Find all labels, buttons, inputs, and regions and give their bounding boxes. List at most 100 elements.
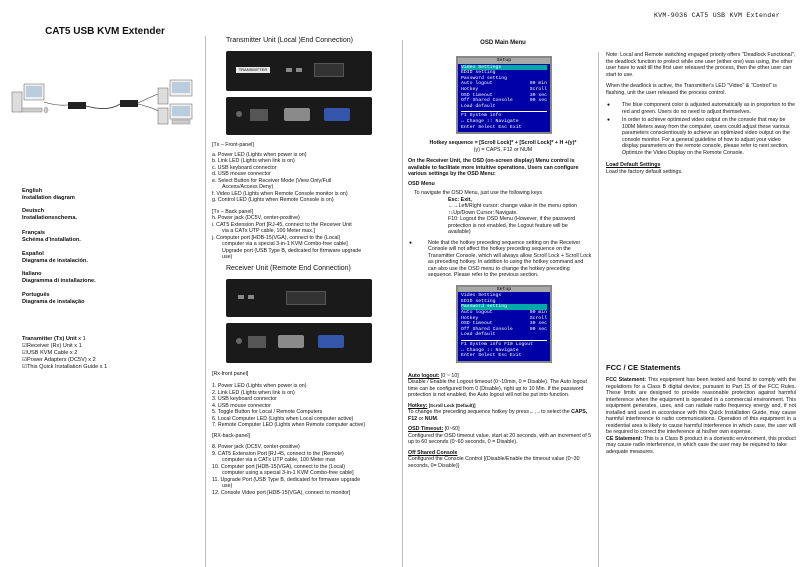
rx-title: Receiver Unit (Remote End Connection)	[226, 264, 351, 272]
list-item: computer via a special 3-in-1 KVM Combo-…	[222, 241, 348, 247]
osd-row: Video Settings	[461, 64, 502, 70]
osd-menu-head: OSD Menu	[408, 180, 435, 187]
list-item: 4. USB mouse connector	[212, 402, 271, 409]
column-units: Transmitter Unit (Local )End Connection)…	[205, 36, 402, 567]
osd-row-value: 00 min	[529, 310, 547, 315]
lang-label: Diagrama de instalación.	[22, 258, 88, 264]
package-item: ☑This Quick Installation Guide x 1	[22, 364, 108, 370]
osd-row: Hotkey	[461, 86, 479, 92]
auto-logout-range: [0 ~ 10]	[439, 372, 459, 379]
package-item: ☑Power Adapters (DC5V) x 2	[22, 357, 96, 363]
list-item: computer using a special 3-in-1 KVM Comb…	[222, 470, 354, 476]
tx-front-head: [Tx – Front-panel]	[212, 142, 254, 148]
list-item: c. USB keyboard connector	[212, 164, 277, 171]
osd-row: Video Settings	[461, 293, 502, 299]
list-item: i. CAT5 Extension Port [RJ-45, connect t…	[212, 221, 352, 228]
osd-screenshot-2: Setup Video Settings EDID setting Passwo…	[456, 284, 552, 363]
osd-row-value: 00 sec	[529, 98, 547, 104]
list-item: e. Select Button for Receiver Mode (View…	[212, 177, 332, 184]
osd-row: EDID setting	[461, 298, 496, 304]
load-default-heading: Load Default Settings	[606, 162, 661, 168]
bullet-item: The blue component color is adjusted aut…	[606, 102, 796, 115]
hotkey-text-num: NUM	[424, 415, 437, 422]
auto-logout-text: Disable / Enable the Logout timeout (0~1…	[408, 379, 587, 399]
osd-row-value: 00 sec	[529, 326, 547, 332]
osd-row-value: 30 sec	[529, 92, 547, 98]
key-item: ←→Left/Right cursor: change value in the…	[448, 203, 577, 210]
osd-keys: Esc: Exit, ←→Left/Right cursor: change v…	[408, 197, 598, 236]
column-notes: Note: Local and Remote switching engaged…	[598, 52, 796, 567]
osd-footer: ↔ Change ↕↕ Navigate	[461, 118, 519, 124]
lang-label: Installationsschema.	[22, 215, 78, 221]
ce-statement: CE Statement: This is a Class B product …	[606, 436, 796, 456]
deadlock-note: Note: Local and Remote switching engaged…	[606, 52, 796, 78]
osd-row: Auto logout	[461, 81, 493, 87]
auto-logout-heading: Auto logout:	[408, 372, 440, 379]
document-header: KVM-9036 CAT5 USB KVM Extender	[653, 12, 780, 19]
load-default-text: Load the factory default settings.	[606, 168, 683, 175]
osd-row: Load default	[461, 332, 496, 338]
key-item: protection is not enabled, the Logout fe…	[448, 222, 568, 229]
osd-title: OSD Main Menu	[480, 40, 526, 46]
ce-heading: CE Statement:	[606, 435, 643, 442]
osd-row: OSD timeout	[461, 321, 493, 327]
lang-name: Italiano	[22, 271, 42, 277]
hotkey-sequence: Hotkey sequence = [Scroll Lock]* + [Scro…	[429, 140, 577, 147]
osd-timeout-section: OSD Timeout: [0~60] Configured the OSD t…	[408, 426, 598, 446]
osd-row: Off Shared Console	[461, 98, 513, 104]
list-item: d. USB mouse connector	[212, 171, 271, 177]
ce-text: This is a Class B product in a domestic …	[606, 435, 796, 455]
osd-row: Hotkey	[461, 315, 479, 321]
list-item: 1. Power LED (Lights when power is on)	[212, 383, 307, 389]
lang-name: Español	[22, 251, 44, 257]
list-item: 5. Toggle Button for Local / Remote Comp…	[212, 409, 323, 415]
column-osd: OSD Main Menu Setup Video Settings EDID …	[402, 40, 598, 567]
rx-front-list: [Rx-front panel] 1. Power LED (Lights wh…	[212, 371, 402, 429]
lang-label: Schéma d'installation.	[22, 237, 81, 243]
osd-screenshot-1: Setup Video Settings EDID setting Passwo…	[456, 56, 552, 135]
osd-note: Note that the hotkey preceding sequence …	[408, 240, 592, 279]
package-item: ☑USB KVM Cable x 2	[22, 350, 78, 356]
hotkey-text-end: .	[436, 415, 439, 422]
osd-row: EDID setting	[461, 70, 496, 76]
rx-back-photo	[226, 322, 372, 363]
list-item: 8. Power jack (DC5V, center-positive)	[212, 444, 300, 450]
osd-row-value: 30 sec	[529, 321, 547, 327]
osd-row: Auto logout	[461, 310, 493, 315]
rx-front-head: [Rx-front panel]	[212, 370, 249, 377]
tx-back-head: [Tx – Back panel]	[212, 208, 253, 215]
list-item: a. Power LED (Lights when power is on)	[212, 151, 307, 158]
bullet-item: In order to achieve optimized video outp…	[606, 117, 796, 156]
list-item: use)	[222, 483, 233, 489]
rx-back-list: [RX-back-panel] 8. Power jack (DC5V, cen…	[212, 433, 402, 497]
hotkey-sub: (y) = CAPS, F12 or NUM	[473, 146, 533, 153]
fcc-text: This equipment has been tested and found…	[606, 377, 796, 435]
off-shared-heading: Off Shared Console	[408, 449, 458, 456]
key-item: F10: Logout the OSD Menu (However, if th…	[448, 216, 576, 223]
list-item: h. Power jack (DC5V, center-positive)	[212, 215, 300, 221]
list-item: 3. USB keyboard connector	[212, 396, 277, 402]
list-item: 6. Local Computer LED (Lights when Local…	[212, 415, 354, 422]
list-item: use)	[222, 254, 233, 260]
list-item: via a CATx UTP cable, 100 Meter max.]	[222, 228, 315, 234]
list-item: 7. Remote Computer LED (Lights when Remo…	[212, 422, 366, 428]
hotkey-section: Hotkey: [Scroll Lock (Default)] To chang…	[408, 403, 598, 423]
osd-footer: Enter Select Esc Exit	[461, 124, 522, 130]
fcc-statement: FCC Statement: This equipment has been t…	[606, 377, 796, 436]
package-item: ☑Receiver (Rx) Unit x 1	[22, 343, 82, 349]
osd-row-value: Scroll	[529, 86, 547, 92]
lang-es: Español Diagrama de instalación.	[22, 251, 88, 265]
fcc-heading: FCC Statement:	[606, 377, 647, 383]
hotkey-heading: Hotkey:	[408, 402, 428, 409]
osd-intro: On the Receiver Unit, the OSD (on-screen…	[408, 158, 579, 178]
lang-name: Deutsch	[22, 208, 45, 214]
lang-label: Diagrama de instalação	[22, 299, 85, 305]
hotkey-text: To change the preceding sequence hotkey …	[408, 409, 572, 416]
list-item: Upgrade port (USB Type B, dedicated for …	[222, 247, 362, 254]
lang-pt: Português Diagrama de instalação	[22, 292, 85, 306]
package-title-qty: x 1	[76, 336, 86, 342]
hotkey-text-or: or	[417, 415, 425, 422]
osd-note-list: Note that the hotkey preceding sequence …	[408, 240, 598, 279]
tx-front-list: [Tx – Front-panel] a. Power LED (Lights …	[212, 142, 402, 204]
lang-it: Italiano Diagramma di installazione.	[22, 271, 96, 285]
